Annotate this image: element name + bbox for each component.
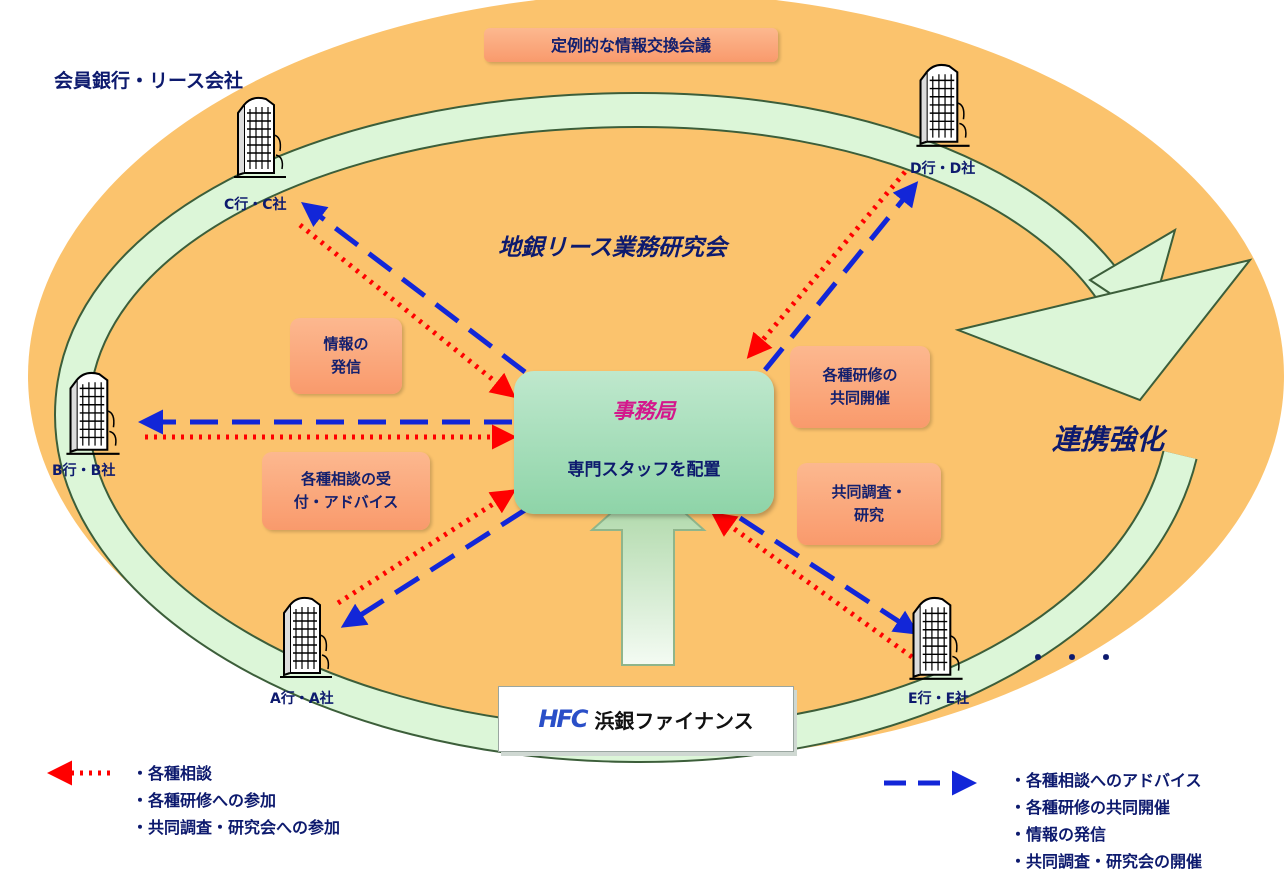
red-arrow-c-to-center	[298, 223, 516, 399]
secretariat-title: 事務局	[612, 399, 676, 423]
group-title: 地銀リース業務研究会	[498, 235, 727, 261]
member-label-e: E行・E社	[908, 691, 970, 707]
blue-arrow-center-to-c	[301, 201, 527, 374]
secretariat-box: 事務局 専門スタッフを配置	[514, 371, 774, 514]
legend-right-item: ・各種研修の共同開催	[1010, 798, 1171, 817]
company-logo-text: 浜銀ファイナンス	[594, 708, 754, 733]
consult-box-line2: 付・アドバイス	[293, 493, 399, 511]
legend-right-item: ・共同調査・研究会の開催	[1010, 852, 1203, 871]
legend-left-item: ・各種相談	[132, 764, 213, 783]
research-box-line2: 研究	[853, 506, 884, 524]
consult-box-line1: 各種相談の受	[300, 470, 391, 488]
more-members-ellipsis: ・・・	[1026, 644, 1128, 672]
training-box: 各種研修の 共同開催	[790, 346, 930, 428]
company-logo: HFC 浜銀ファイナンス	[498, 686, 794, 752]
member-label-b: B行・B社	[52, 463, 116, 479]
members-title: 会員銀行・リース会社	[54, 70, 244, 92]
meeting-title-box: 定例的な情報交換会議	[484, 28, 778, 62]
red-arrow-a-to-center	[336, 489, 517, 606]
meeting-title: 定例的な情報交換会議	[550, 35, 711, 55]
member-label-a: A行・A社	[270, 691, 334, 707]
legend-right-item: ・各種相談へのアドバイス	[1010, 771, 1202, 790]
cooperation-label: 連携強化	[1052, 423, 1165, 456]
member-label-d: D行・D社	[910, 161, 976, 177]
info-box-line2: 発信	[330, 358, 361, 376]
blue-arrow-center-to-e	[738, 515, 920, 635]
research-box: 共同調査・ 研究	[797, 463, 941, 545]
research-box-line1: 共同調査・	[831, 483, 907, 501]
legend-left-item: ・共同調査・研究会への参加	[132, 818, 341, 837]
red-arrow-d-to-center	[746, 170, 907, 359]
legend-right: ・各種相談へのアドバイス ・各種研修の共同開催 ・情報の発信 ・共同調査・研究会…	[1010, 767, 1202, 875]
training-box-line2: 共同開催	[829, 389, 890, 407]
secretariat-subtitle: 専門スタッフを配置	[567, 460, 721, 480]
legend-right-item: ・情報の発信	[1010, 825, 1107, 844]
training-box-line1: 各種研修の	[822, 366, 898, 384]
member-label-c: C行・C社	[224, 197, 287, 213]
blue-arrow-center-to-a	[340, 507, 527, 628]
logo-mark-icon: HFC	[538, 705, 588, 733]
cycle-arrowhead-large	[954, 258, 1253, 402]
consult-box: 各種相談の受 付・アドバイス	[262, 452, 430, 530]
info-box: 情報の 発信	[290, 318, 402, 394]
legend-left: ・各種相談 ・各種研修への参加 ・共同調査・研究会への参加	[132, 760, 340, 841]
legend-left-item: ・各種研修への参加	[132, 791, 277, 810]
info-box-line1: 情報の	[323, 335, 369, 353]
